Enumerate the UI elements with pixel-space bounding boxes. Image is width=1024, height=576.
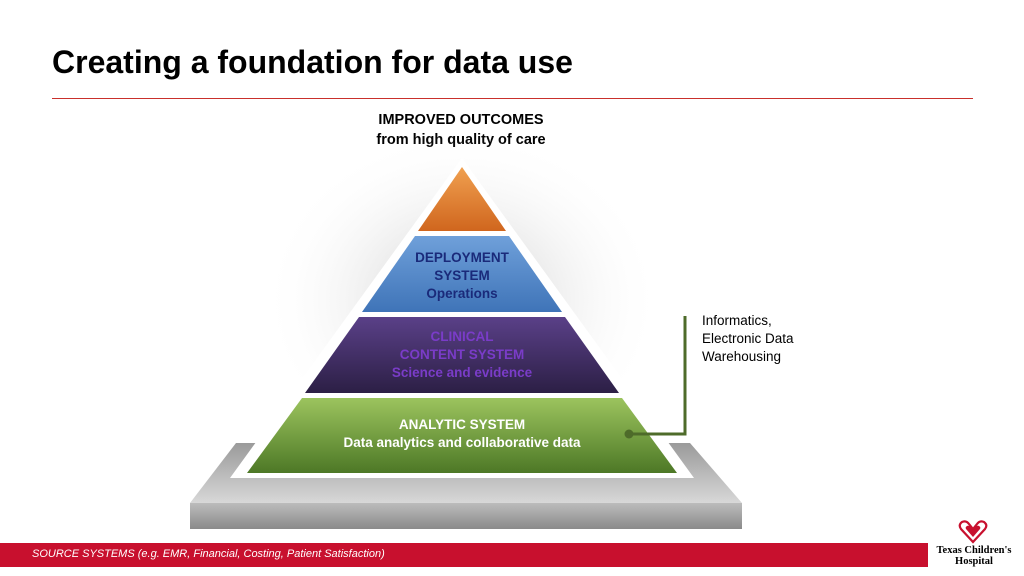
tier-deployment-line1: DEPLOYMENT — [415, 250, 509, 265]
tier-clinical-label: CLINICAL CONTENT SYSTEM Science and evid… — [320, 328, 604, 382]
callout-line2: Electronic Data — [702, 331, 794, 346]
pyramid-apex — [418, 167, 506, 231]
pyramid-base-front — [190, 503, 742, 529]
tier-deployment-line3: Operations — [426, 286, 498, 301]
slide-title: Creating a foundation for data use — [52, 44, 573, 80]
tier-deployment-label: DEPLOYMENT SYSTEM Operations — [362, 249, 562, 303]
callout-line3: Warehousing — [702, 349, 782, 364]
callout-connector-line — [629, 316, 687, 436]
tier-analytic-label: ANALYTIC SYSTEM Data analytics and colla… — [282, 416, 642, 452]
tier-clinical-content — [305, 317, 619, 393]
tier-analytic-line2: Data analytics and collaborative data — [343, 435, 581, 450]
title-divider — [52, 98, 973, 99]
callout-text: Informatics, Electronic Data Warehousing — [702, 312, 852, 366]
tier-deployment-line2: SYSTEM — [434, 268, 490, 283]
callout-line1: Informatics, — [702, 313, 772, 328]
hearts-icon — [958, 520, 988, 544]
source-systems-text: SOURCE SYSTEMS (e.g. EMR, Financial, Cos… — [32, 548, 385, 560]
hospital-logo: Texas Children's Hospital — [932, 545, 1016, 567]
logo-line1: Texas Children's — [936, 545, 1012, 556]
logo-line2: Hospital — [955, 556, 993, 567]
tier-analytic-line1: ANALYTIC SYSTEM — [398, 417, 526, 432]
source-systems-bar — [0, 543, 928, 567]
callout-connector-dot — [624, 429, 634, 439]
tier-analytic — [247, 398, 677, 473]
tier-clinical-line1: CLINICAL — [430, 329, 494, 344]
pyramid-top-caption-line1: IMPROVED OUTCOMES — [378, 112, 544, 128]
tier-clinical-line2: CONTENT SYSTEM — [399, 347, 525, 362]
tier-deployment — [362, 236, 562, 312]
tier-clinical-line3: Science and evidence — [391, 365, 533, 380]
